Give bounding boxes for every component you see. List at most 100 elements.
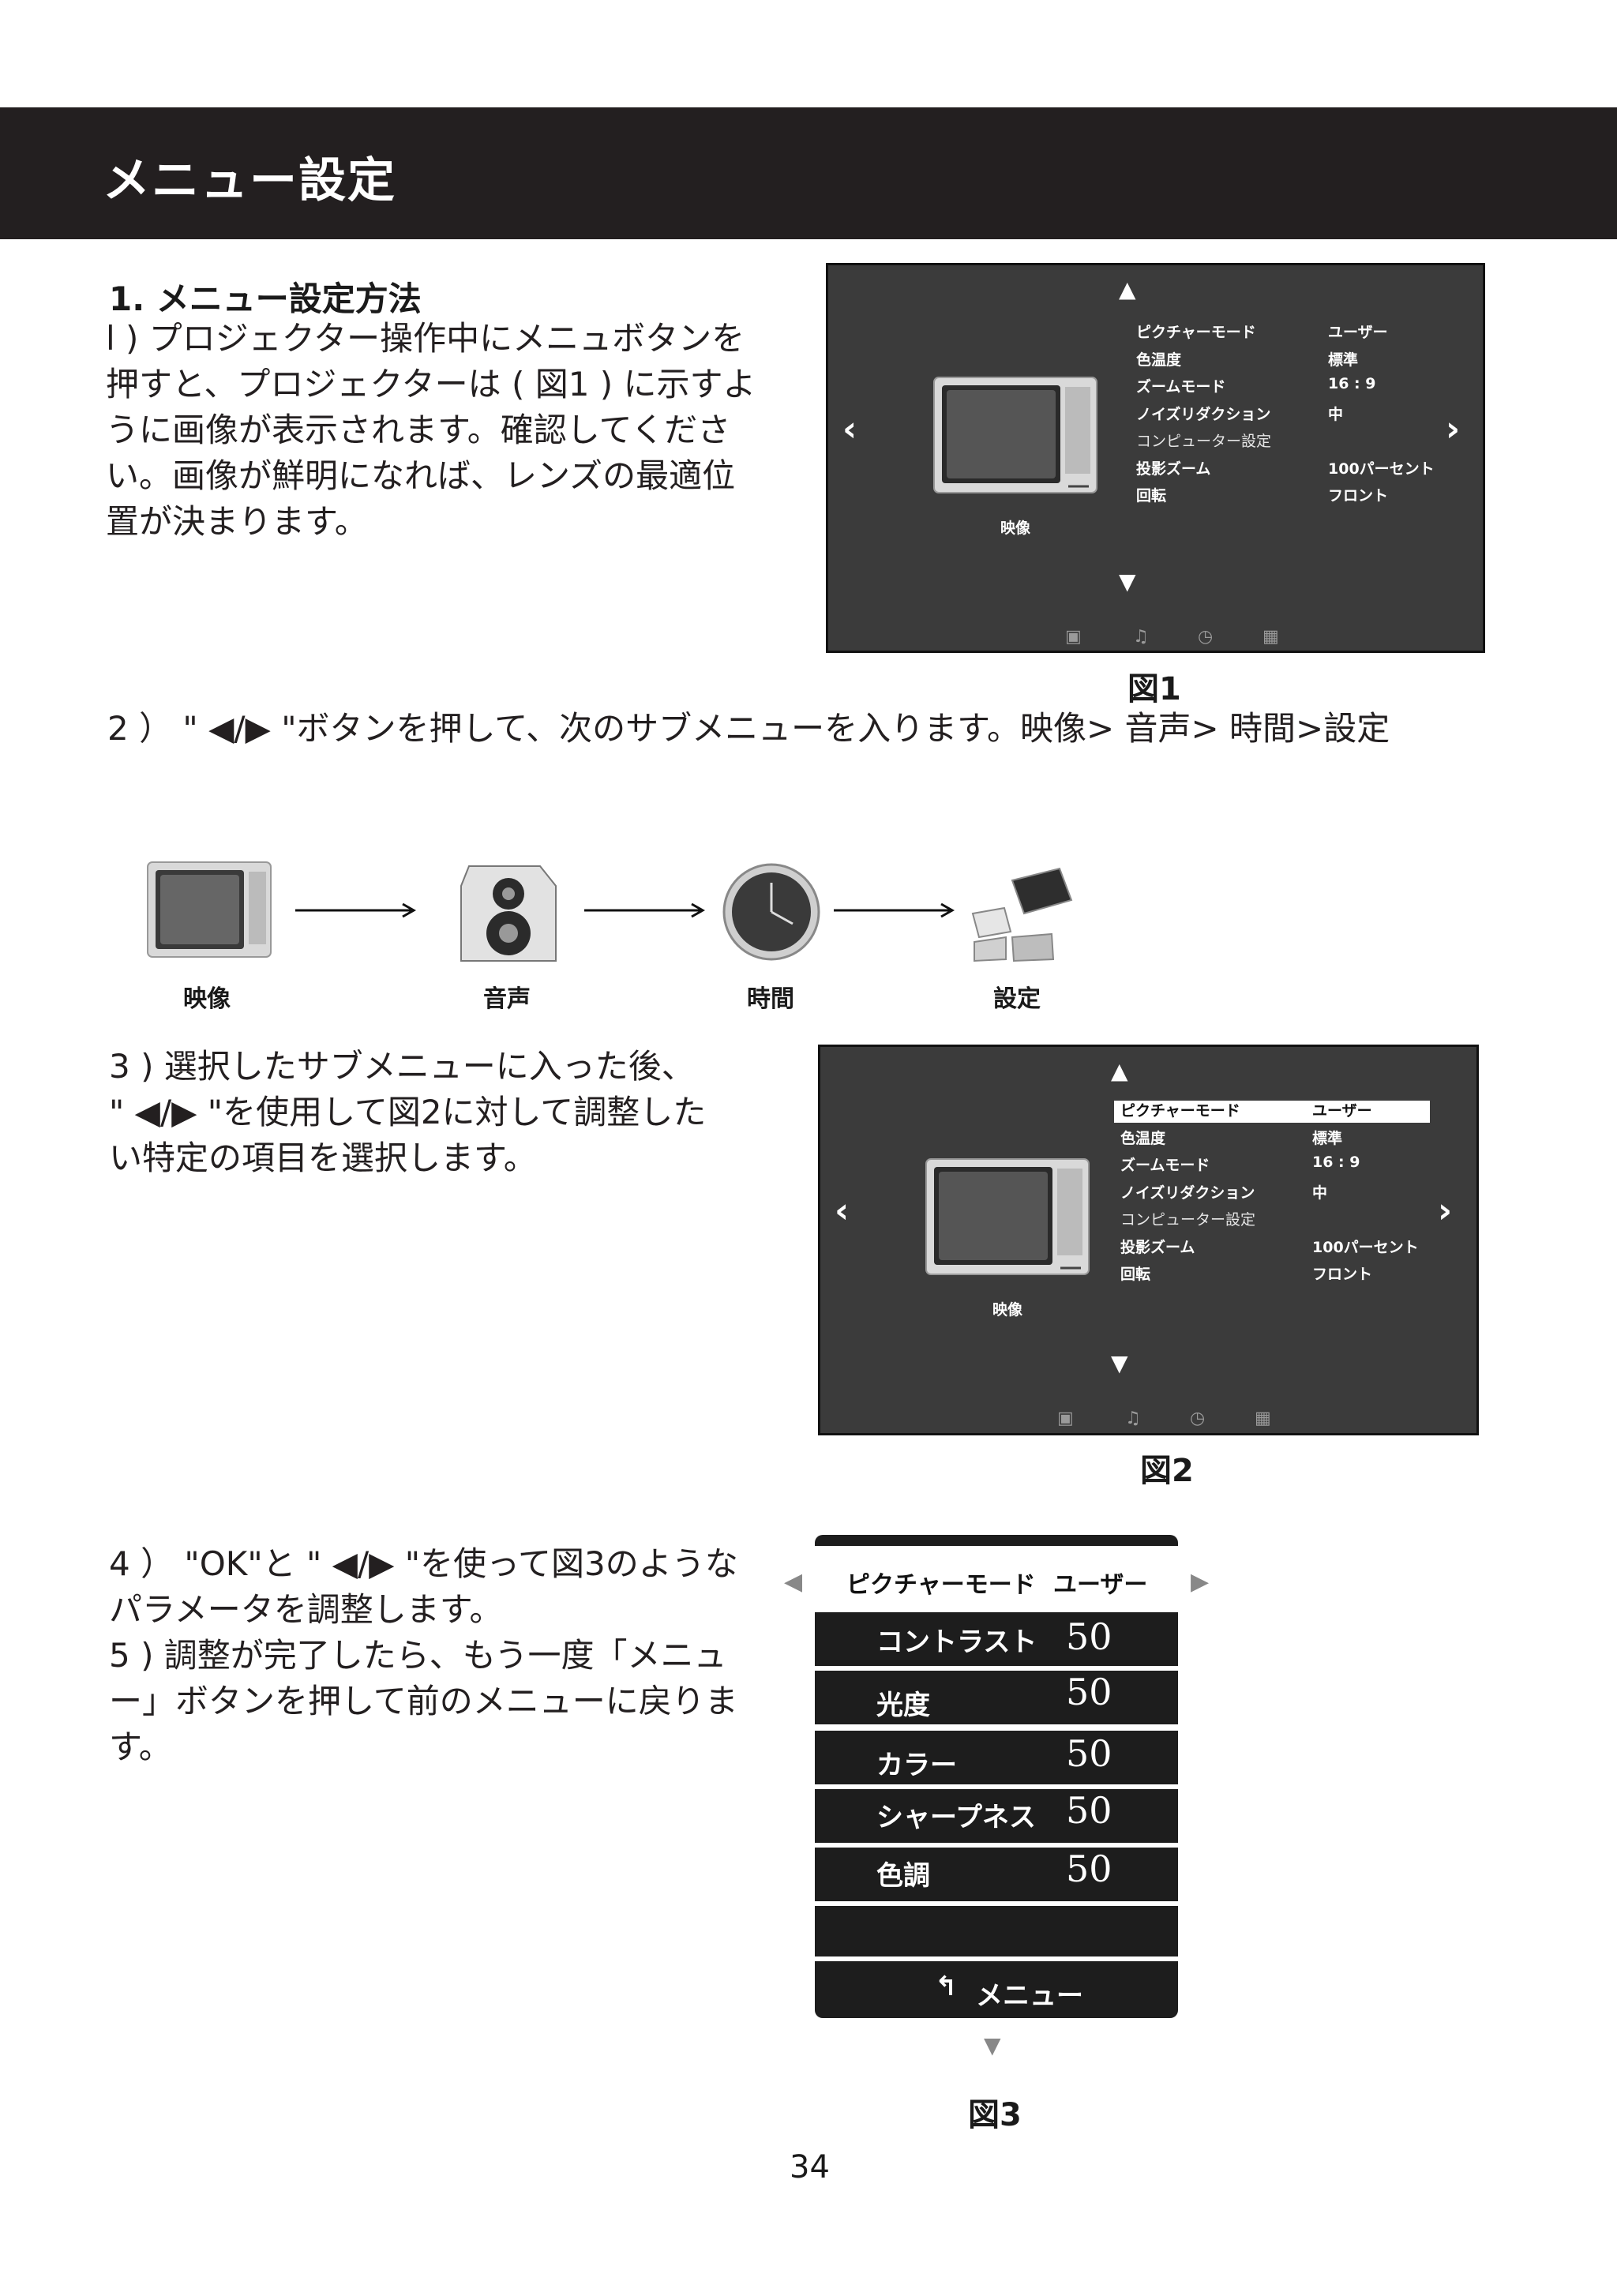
flow-label-time: 時間 [747, 985, 794, 1013]
up-arrow-icon: ▲ [1111, 1058, 1128, 1084]
music-icon: ♫ [1125, 1409, 1141, 1428]
clock-icon [722, 863, 820, 961]
text-line: い。画像が鮮明になれば、レンズの最適位 [106, 456, 736, 495]
page-number: 34 [790, 2149, 830, 2185]
menu-item-value: ユーザー [1328, 324, 1388, 341]
settings-icon [971, 867, 1073, 962]
clock-icon: ◷ [1198, 627, 1214, 647]
down-arrow-icon: ▼ [1119, 568, 1136, 595]
text-line: " ◀/▶ "を使用して図2に対して調整した [109, 1093, 707, 1131]
header-banner [0, 107, 1617, 239]
menu-item-label[interactable]: ズームモード [1120, 1157, 1210, 1174]
figure-caption-2: 図2 [1140, 1453, 1194, 1489]
menu-item-value: 中 [1328, 405, 1344, 423]
menu-item-label[interactable]: コンピューター設定 [1120, 1211, 1256, 1229]
text-line: す。 [109, 1728, 172, 1766]
step3-paragraph: 3 ) 選択したサブメニューに入った後、 " ◀/▶ "を使用して図2に対して調… [109, 1044, 706, 1181]
down-arrow-icon: ▼ [984, 2032, 1001, 2058]
figure-caption-1: 図1 [1127, 671, 1181, 707]
param-label: 色調 [876, 1860, 930, 1892]
menu-item-value: 標準 [1312, 1129, 1343, 1147]
menu-item-value: 標準 [1328, 351, 1359, 369]
right-chevron-icon: › [1438, 1191, 1453, 1231]
monitor-icon: ▣ [1065, 627, 1082, 647]
picture-mode-value: ユーザー [1053, 1571, 1148, 1599]
settings-icon: ▦ [1255, 1409, 1271, 1428]
page-title: メニュー設定 [103, 153, 396, 208]
menu-item-value: 100パーセント [1328, 460, 1435, 478]
param-row-sharpness[interactable] [815, 1789, 1178, 1843]
text-line: パラメータを調整します。 [109, 1590, 503, 1629]
text-line: l ) プロジェクター操作中にメニュボタンを [106, 319, 745, 358]
right-arrow-icon: ▶ [1191, 1568, 1210, 1596]
menu-item-label[interactable]: ノイズリダクション [1136, 405, 1271, 423]
menu-item-label[interactable]: 回転 [1136, 487, 1167, 505]
tv-icon [925, 1158, 1090, 1275]
left-arrow-icon: ◀ [784, 1568, 803, 1596]
tv-icon [933, 377, 1097, 493]
step4-paragraph: 4 ） "OK"と " ◀/▶ "を使って図3のような パラメータを調整します。… [109, 1541, 738, 1770]
clock-icon: ◷ [1190, 1409, 1206, 1428]
tv-icon-label: 映像 [1000, 520, 1031, 537]
param-label: 光度 [876, 1690, 930, 1721]
down-arrow-icon: ▼ [1111, 1350, 1128, 1376]
up-arrow-icon: ▲ [1119, 276, 1136, 302]
menu-item-label[interactable]: 色温度 [1136, 351, 1182, 369]
flow-label-settings: 設定 [993, 985, 1041, 1013]
menu-item-value: フロント [1328, 487, 1389, 505]
empty-row [815, 1906, 1178, 1956]
param-row-tint[interactable] [815, 1848, 1178, 1901]
panel-top-bar [815, 1535, 1178, 1546]
return-icon: ↰ [935, 1971, 958, 2002]
text-line: い特定の項目を選択します。 [109, 1139, 537, 1177]
param-row-brightness[interactable] [815, 1671, 1178, 1724]
param-label: コントラスト [876, 1626, 1037, 1658]
flow-label-video: 映像 [183, 985, 231, 1013]
figure-caption-3: 図3 [968, 2097, 1022, 2133]
param-value: 50 [1066, 1671, 1112, 1713]
menu-item-label[interactable]: 色温度 [1120, 1129, 1166, 1147]
menu-item-value: 100パーセント [1312, 1238, 1419, 1256]
left-chevron-icon: ‹ [842, 409, 857, 449]
menu-footer[interactable] [815, 1961, 1178, 2018]
param-value: 50 [1066, 1848, 1112, 1890]
menu-footer-label: メニュー [976, 1980, 1083, 2012]
flow-arrow [295, 902, 417, 918]
menu-item-value: 16 : 9 [1328, 375, 1376, 392]
selection-highlight [1114, 1101, 1430, 1123]
menu-item-label[interactable]: 回転 [1120, 1266, 1151, 1283]
right-chevron-icon: › [1446, 409, 1461, 449]
menu-item-value: 16 : 9 [1312, 1154, 1360, 1171]
text-line: 置が決まります。 [106, 502, 368, 541]
flow-arrow [834, 902, 955, 918]
param-row-contrast[interactable] [815, 1612, 1178, 1666]
menu-screen-fig1: ▲ ▼ ‹ › 映像 ピクチャーモード ユーザー色温度 標準ズームモード 16 : 9… [826, 263, 1485, 653]
menu-item-label[interactable]: ピクチャーモード [1136, 324, 1256, 341]
speaker-icon [460, 865, 557, 962]
section1-paragraph: l ) プロジェクター操作中にメニュボタンを 押すと、プロジェクターは ( 図1… [106, 316, 756, 545]
menu-item-label[interactable]: ズームモード [1136, 378, 1226, 396]
step2-text: 2 ） " ◀/▶ "ボタンを押して、次のサブメニューを入ります。映像> 音声>… [107, 709, 1390, 748]
menu-item-label[interactable]: 投影ズーム [1120, 1238, 1195, 1256]
text-line: ー」ボタンを押して前のメニューに戻りま [109, 1682, 738, 1720]
text-line: 3 ) 選択したサブメニューに入った後、 [109, 1047, 695, 1086]
music-icon: ♫ [1133, 627, 1149, 647]
param-value: 50 [1066, 1789, 1112, 1832]
menu-item-value: 中 [1312, 1184, 1328, 1202]
menu-item-label[interactable]: コンピューター設定 [1136, 433, 1272, 450]
menu-item-label[interactable]: ノイズリダクション [1120, 1184, 1255, 1202]
flow-arrow [584, 902, 706, 918]
text-line: 押すと、プロジェクターは ( 図1 ) に示すよ [106, 365, 756, 403]
param-row-color[interactable] [815, 1731, 1178, 1784]
tv-icon [147, 861, 272, 958]
menu-item-label[interactable]: ピクチャーモード [1120, 1102, 1240, 1120]
tv-icon-label: 映像 [992, 1301, 1023, 1319]
menu-item-label[interactable]: 投影ズーム [1136, 460, 1211, 478]
monitor-icon: ▣ [1057, 1409, 1074, 1428]
text-line: うに画像が表示されます。確認してくださ [106, 411, 731, 449]
menu-item-value: ユーザー [1312, 1102, 1372, 1120]
settings-icon: ▦ [1262, 627, 1279, 647]
picture-mode-label: ピクチャーモード [846, 1571, 1036, 1599]
text-line: 5 ) 調整が完了したら、もう一度「メニュ [109, 1636, 727, 1675]
flow-label-audio: 音声 [483, 985, 531, 1013]
